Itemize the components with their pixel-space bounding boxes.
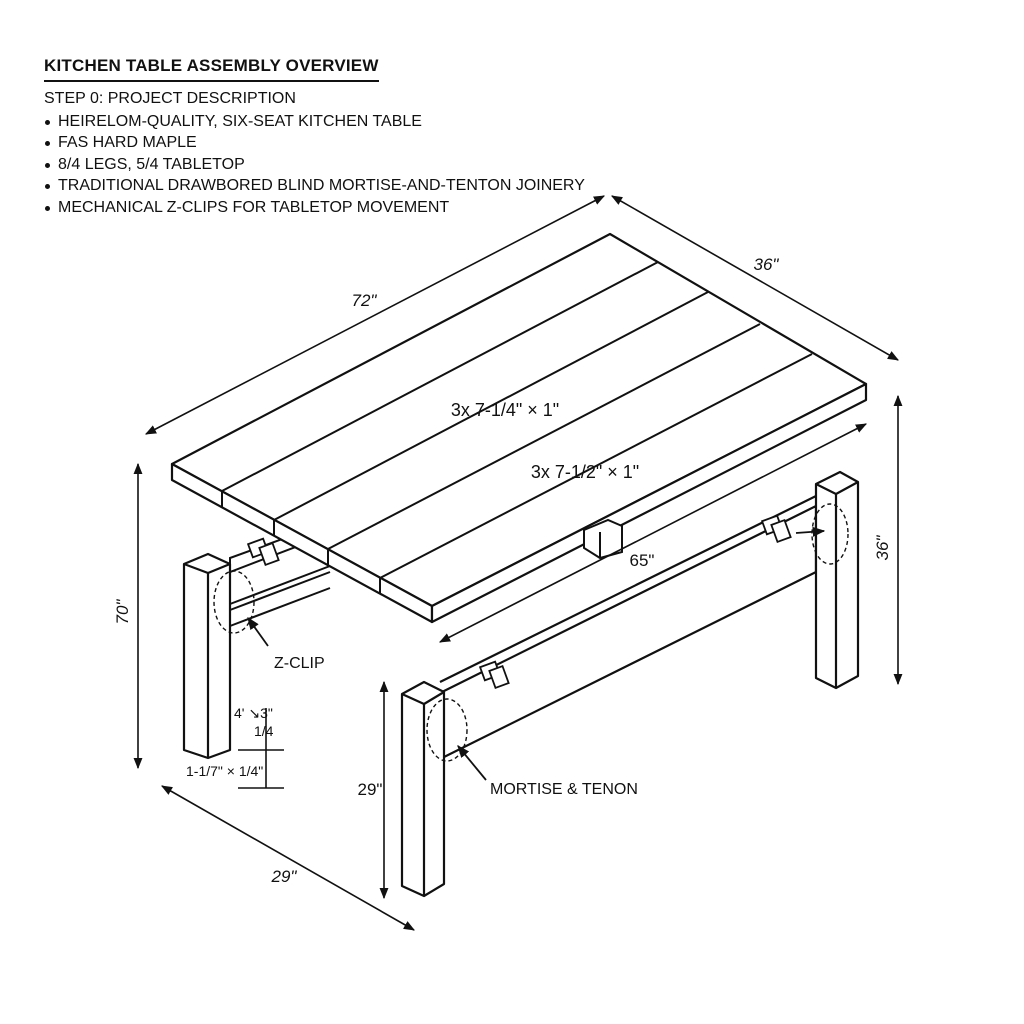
z-clip-front xyxy=(478,660,510,690)
leg-dim-b: 1/4 xyxy=(254,723,274,739)
length-label: 72" xyxy=(352,291,378,310)
apron-length-label: 65" xyxy=(630,551,655,570)
left-leg xyxy=(182,552,232,760)
z-clip-leader xyxy=(247,616,269,647)
right-leg xyxy=(814,470,860,690)
front-leg xyxy=(400,680,446,898)
base-depth-label: 29" xyxy=(271,867,298,886)
apron-dimension-line xyxy=(439,423,867,643)
step-heading: STEP 0: PROJECT DESCRIPTION xyxy=(44,90,296,107)
description-item: FAS HARD MAPLE xyxy=(44,132,585,154)
width-label: 36" xyxy=(754,255,780,274)
description-item: TRADITIONAL DRAWBORED BLIND MORTISE-AND-… xyxy=(44,175,585,197)
left-apron xyxy=(229,565,331,627)
leg-size-dimension xyxy=(238,708,284,789)
mortise-leader xyxy=(457,745,487,781)
leg-dim-a: 4' ↘3" xyxy=(234,705,273,721)
description-item: HEIRELOM-QUALITY, SIX-SEAT KITCHEN TABLE xyxy=(44,111,585,133)
z-clip-left xyxy=(246,537,280,567)
description-item: 8/4 LEGS, 5/4 TABLETOP xyxy=(44,154,585,176)
leg-height-label: 29" xyxy=(358,780,383,799)
width-dimension-line xyxy=(611,195,899,361)
leg-dim-c: 1-1/7" × 1/4" xyxy=(186,763,263,779)
z-clip-callout: Z-CLIP xyxy=(274,655,325,672)
board-label-bottom: 3x 7-1/2" × 1" xyxy=(531,462,639,482)
diagram-title: KITCHEN TABLE ASSEMBLY OVERVIEW xyxy=(44,56,379,82)
length-dimension-line xyxy=(145,195,605,435)
mortise-callout: MORTISE & TENON xyxy=(490,781,638,798)
height-left-label: 70" xyxy=(113,599,132,625)
height-right-label: 36" xyxy=(873,535,892,561)
depth-dimension-line xyxy=(161,785,415,931)
board-label-top: 3x 7-1/4" × 1" xyxy=(451,400,559,420)
